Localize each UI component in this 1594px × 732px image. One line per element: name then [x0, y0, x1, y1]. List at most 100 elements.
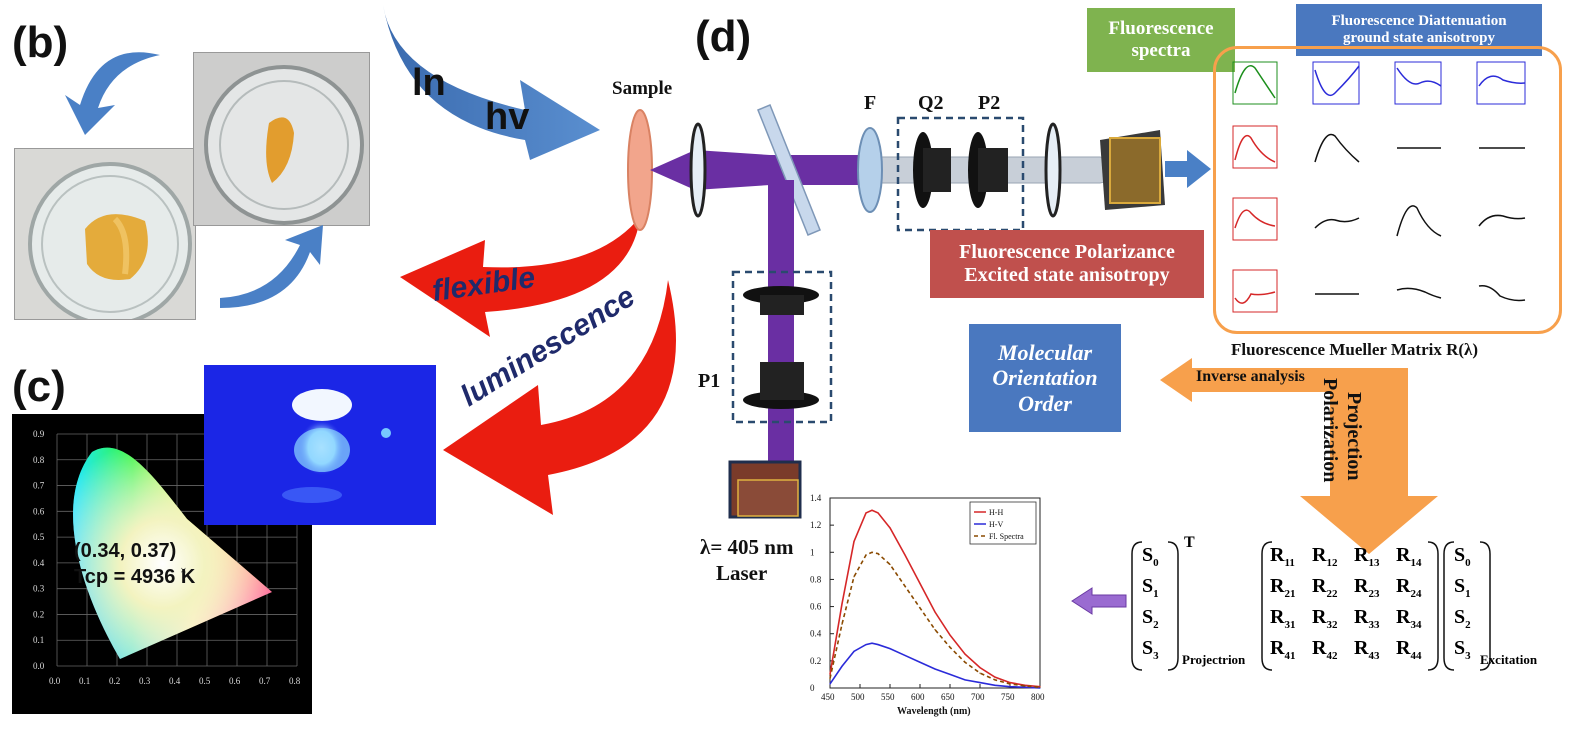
- r-element: R23: [1354, 575, 1380, 600]
- data-point: [949, 634, 951, 636]
- data-point: [1039, 686, 1041, 688]
- left-vector-brackets: [1131, 541, 1179, 671]
- molecular-line1: Molecular: [997, 340, 1093, 366]
- data-point: [841, 623, 843, 625]
- data-point: [904, 654, 906, 657]
- x-tick-label: 550: [881, 692, 895, 702]
- y-tick-label: 1: [810, 547, 815, 557]
- laser-wavelength-label: λ= 405 nm: [700, 535, 794, 559]
- molecular-line2: Orientation: [992, 365, 1098, 391]
- fluorescence-spectra-box: Fluorescence spectra: [1087, 8, 1235, 72]
- data-point: [829, 683, 831, 685]
- y-tick-label: 0.4: [810, 629, 822, 639]
- cie-y-tick: 0.8: [33, 455, 45, 465]
- r-element: R13: [1354, 544, 1380, 569]
- projection-subscript: Projectrion: [1182, 652, 1246, 667]
- s-component-right: S2: [1454, 606, 1471, 631]
- data-point: [853, 650, 855, 652]
- s-component-left: S1: [1142, 575, 1159, 600]
- arrow-left-icon: [1071, 587, 1127, 615]
- data-point: [979, 681, 981, 684]
- cie-x-tick: 0.4: [169, 676, 181, 686]
- cie-y-tick: 0.7: [33, 481, 45, 491]
- r-element: R34: [1396, 606, 1422, 631]
- cie-x-tick: 0.0: [49, 676, 61, 686]
- r-element: R22: [1312, 575, 1338, 600]
- cie-x-tick: 0.3: [139, 676, 151, 686]
- cie-x-tick: 0.5: [199, 676, 211, 686]
- y-tick-label: 0.2: [810, 656, 821, 666]
- data-point: [1009, 683, 1011, 685]
- data-point: [871, 509, 873, 511]
- excitation-subscript: Excitation: [1480, 652, 1538, 667]
- cie-y-tick: 0.6: [33, 506, 45, 516]
- s-component-right: S3: [1454, 637, 1471, 662]
- p1-label: P1: [698, 370, 721, 392]
- data-point: [949, 673, 951, 676]
- optical-setup: [627, 104, 1165, 519]
- s-component-right: S0: [1454, 544, 1471, 569]
- petri-dish-photo-2: [193, 52, 370, 226]
- legend-label: H-H: [989, 508, 1003, 517]
- right-vector-brackets: [1443, 541, 1491, 671]
- p2-label: P2: [978, 92, 1001, 114]
- r-element: R42: [1312, 637, 1338, 662]
- x-tick-label: 800: [1031, 692, 1045, 702]
- legend-box: [969, 501, 1037, 545]
- x-tick-label: 750: [1001, 692, 1015, 702]
- matrix-brackets: [1261, 541, 1439, 671]
- data-point: [877, 553, 879, 555]
- x-axis-label: Wavelength (nm): [897, 706, 971, 717]
- r-element: R43: [1354, 637, 1380, 662]
- filter-label: F: [864, 92, 877, 114]
- s-component-right: S1: [1454, 575, 1471, 600]
- laser-label: Laser: [716, 561, 768, 585]
- molecular-line3: Order: [1018, 390, 1072, 416]
- r-element: R14: [1396, 544, 1422, 569]
- x-tick-label: 600: [911, 692, 925, 702]
- projection-label-1: Polarization: [1319, 378, 1341, 483]
- cie-x-tick: 0.2: [109, 676, 120, 686]
- polarizance-line1: Fluorescence Polarizance: [959, 241, 1175, 263]
- data-point: [841, 603, 843, 605]
- mueller-matrix-frame: [1213, 46, 1562, 334]
- s-component-left: S3: [1142, 637, 1159, 662]
- cie-y-tick: 0.3: [33, 584, 45, 594]
- polarizance-box: Fluorescence Polarizance Excited state a…: [930, 230, 1204, 298]
- data-point: [865, 643, 867, 646]
- r-element: R24: [1396, 575, 1422, 600]
- panel-label-b: (b): [12, 18, 69, 67]
- cie-y-tick: 0.2: [33, 609, 44, 619]
- r-element: R31: [1270, 606, 1296, 631]
- y-tick-label: 1.4: [810, 493, 822, 503]
- x-tick-label: 650: [941, 692, 955, 702]
- data-point: [904, 554, 906, 556]
- data-point: [1009, 686, 1011, 688]
- cie-y-tick: 0.1: [33, 635, 44, 645]
- red-arrow-icon: [400, 217, 640, 337]
- r-element: R41: [1270, 637, 1296, 662]
- data-point: [829, 677, 831, 680]
- r-element: R44: [1396, 637, 1422, 662]
- cie-x-tick: 0.8: [289, 676, 301, 686]
- cie-coordinate-text: (0.34, 0.37): [74, 540, 177, 562]
- data-point: [934, 611, 936, 613]
- r-element: R11: [1270, 544, 1295, 569]
- panel-label-d: (d): [695, 12, 752, 61]
- data-point: [853, 576, 855, 578]
- data-point: [1024, 686, 1026, 688]
- cie-y-tick: 0.9: [33, 429, 45, 439]
- panel-label-c: (c): [12, 362, 66, 411]
- projection-arrow: [1300, 368, 1438, 554]
- projection-label-2: Projection: [1343, 392, 1365, 481]
- data-point: [877, 512, 879, 514]
- mueller-matrix-grid: [1232, 61, 1526, 313]
- curved-arrow-icon: [220, 225, 323, 308]
- x-tick-label: 700: [971, 692, 985, 702]
- arrow-right-icon: [1165, 150, 1211, 188]
- transpose-mark: T: [1184, 534, 1195, 551]
- data-point: [934, 668, 936, 670]
- molecular-orientation-box: Molecular Orientation Order: [969, 324, 1121, 432]
- data-point: [994, 679, 996, 681]
